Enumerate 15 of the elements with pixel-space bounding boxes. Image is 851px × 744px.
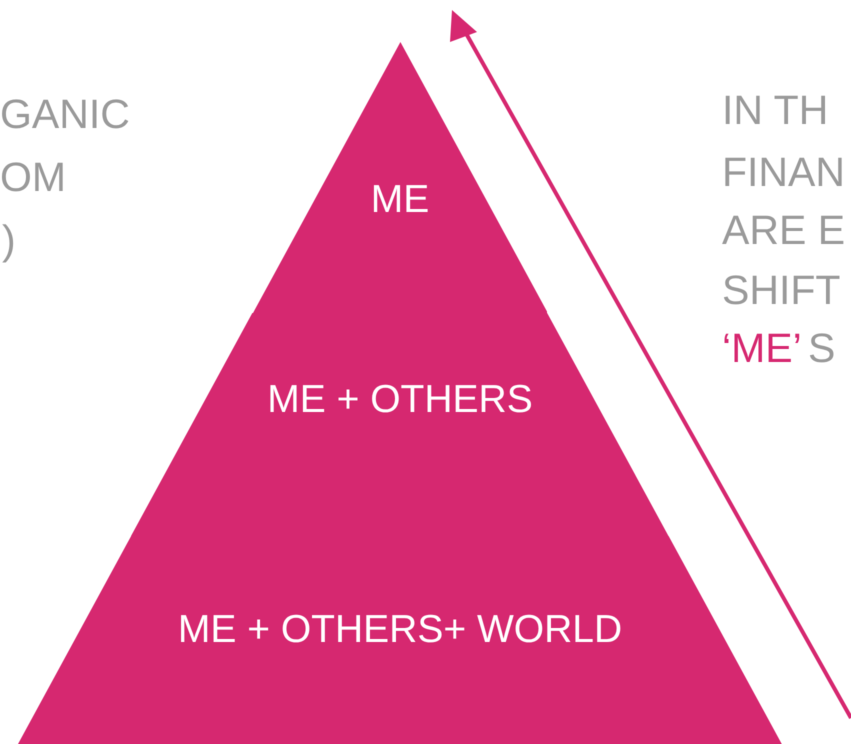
layer-label: ME (370, 178, 430, 222)
pyramid-trapezoid-band (18, 536, 782, 744)
text-line: ARE E (722, 210, 846, 251)
text-line: IN TH (722, 90, 828, 131)
text-line: GANIC (0, 94, 130, 135)
text-line: OM (0, 157, 66, 198)
text-line: SHIFT (722, 270, 840, 311)
text-line: ) (2, 220, 16, 261)
text-line: FINAN (722, 152, 845, 193)
pyramid-trapezoid-band (131, 313, 669, 536)
layer-label: ME + OTHERS+ WORLD (176, 608, 624, 652)
pyramid-triangle-band (252, 42, 548, 313)
layer-label: ME + OTHERS (266, 378, 534, 422)
text-line: ‘ME’ (722, 328, 802, 369)
text-line: S (808, 328, 836, 369)
